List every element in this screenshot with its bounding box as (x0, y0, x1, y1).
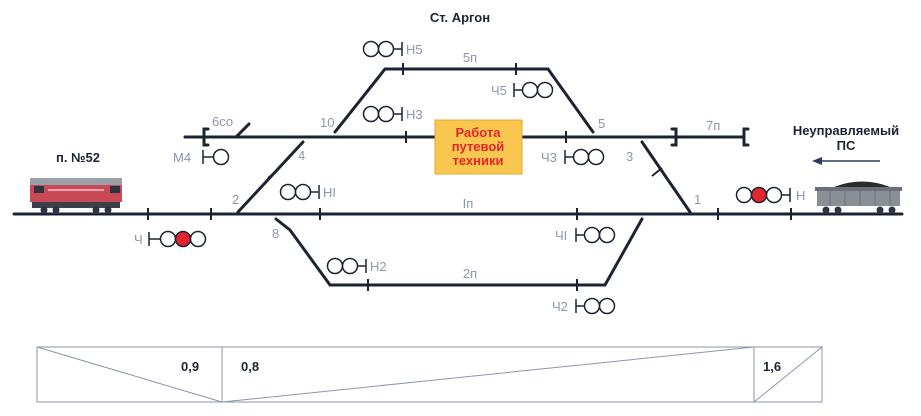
joint (267, 169, 279, 179)
insulating-joints (147, 63, 792, 291)
direction-arrow-icon (812, 157, 880, 165)
work-zone-line3: техники (453, 153, 504, 168)
signal-H3: Н3 (362, 105, 423, 123)
profile-slope-3 (753, 346, 823, 403)
signal-label-H2: Н2 (370, 259, 387, 274)
signal-label-CHI: ЧI (555, 228, 567, 243)
switch-1: 1 (694, 192, 701, 207)
train-right-label-line1: Неуправляемый (793, 123, 899, 138)
track-label-7: 7п (706, 118, 720, 133)
gradient-value-3: 1,6 (763, 359, 781, 374)
signal-M4: М4 (173, 148, 230, 166)
gradient-value-2: 0,8 (241, 359, 259, 374)
switch-3: 3 (626, 149, 633, 164)
track-label-6co: 6со (212, 114, 233, 129)
train-left-label: п. №52 (56, 150, 100, 165)
track-5 (333, 67, 595, 134)
station-title: Ст. Аргон (430, 10, 490, 25)
crossover-3-1 (640, 140, 692, 214)
profile-slope-2 (221, 346, 755, 403)
joint-bracket-7 (670, 127, 678, 147)
track-label-2: 2п (463, 266, 477, 281)
profile-frame (36, 346, 823, 403)
gradient-profile: 0,9 0,8 1,6 (36, 346, 823, 403)
switch-5: 5 (598, 116, 605, 131)
switch-10: 10 (320, 115, 334, 130)
signal-label-H: Н (796, 188, 805, 203)
track-layout (12, 67, 904, 287)
signal-CH5: Ч5 (491, 81, 554, 99)
signal-CH2: Ч2 (552, 297, 616, 315)
switch-8: 8 (272, 226, 279, 241)
signal-CHI: ЧI (555, 226, 616, 244)
signal-CH3: Ч3 (541, 148, 605, 166)
locomotive-icon (30, 178, 122, 214)
signal-label-H5: Н5 (406, 42, 423, 57)
work-zone-box (434, 119, 523, 175)
signal-label-CH5: Ч5 (491, 83, 507, 98)
signal-label-CH: Ч (134, 232, 143, 247)
work-zone-line2: путевой (452, 139, 505, 154)
switch-4: 4 (298, 148, 305, 163)
signal-HI: НI (279, 183, 336, 201)
signal-H: Н (735, 186, 805, 204)
signal-H2: Н2 (326, 257, 387, 275)
switch-2: 2 (232, 192, 239, 207)
hopper-wagon-icon (815, 181, 902, 214)
signal-H5: Н5 (362, 40, 423, 58)
signal-label-M4: М4 (173, 150, 191, 165)
joint (651, 167, 663, 177)
signal-label-CH3: Ч3 (541, 150, 557, 165)
track-label-I: Iп (463, 196, 474, 211)
track-work-zone: Работа путевой техники (434, 119, 523, 175)
right-stop (742, 127, 750, 147)
train-right-label-line2: ПС (837, 138, 856, 153)
signal-label-H3: Н3 (406, 107, 423, 122)
track-label-5: 5п (463, 50, 477, 65)
profile-slope-1 (36, 346, 223, 403)
red-lamp (750, 186, 768, 204)
red-lamp (174, 230, 192, 248)
safety-deadend-6co (234, 122, 251, 139)
signal-CH: Ч (134, 230, 207, 248)
signal-label-CH2: Ч2 (552, 299, 568, 314)
track-2 (274, 217, 644, 287)
work-zone-line1: Работа (456, 125, 502, 140)
gradient-value-1: 0,9 (181, 359, 199, 374)
signal-label-HI: НI (323, 185, 336, 200)
